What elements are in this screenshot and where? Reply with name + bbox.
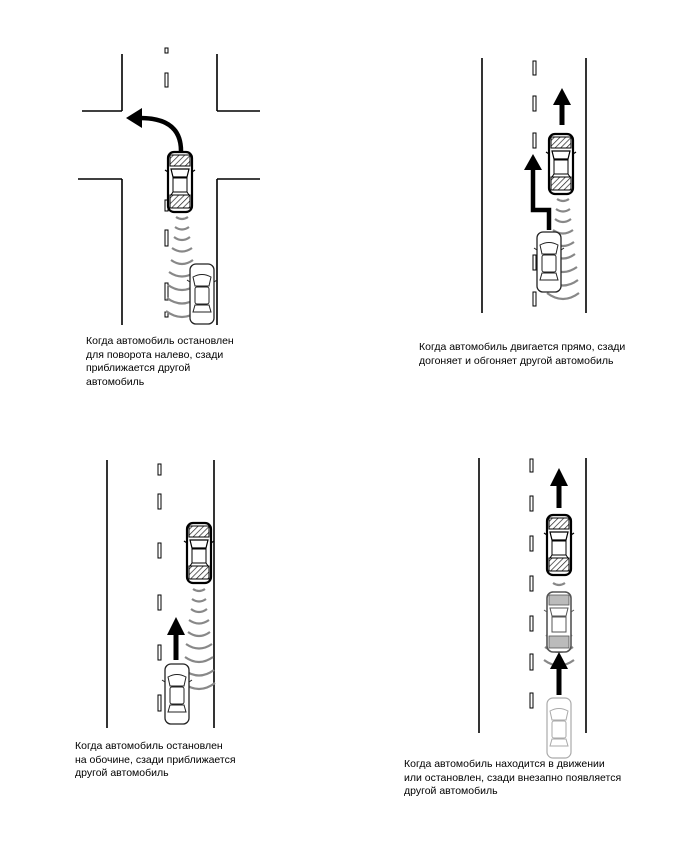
distant-vehicle — [546, 697, 572, 759]
intersection-outline — [78, 54, 260, 325]
caption-shoulder: Когда автомобиль остановлен на обочине, … — [75, 740, 236, 781]
lane-marks — [529, 458, 534, 709]
caption-line: Когда автомобиль двигается прямо, сзади — [419, 341, 626, 353]
overtaking-vehicle — [533, 231, 565, 293]
caption-overtake: Когда автомобиль двигается прямо, сзади … — [419, 341, 625, 368]
overtake-path-arrow-head — [524, 154, 542, 170]
own-vehicle — [163, 150, 197, 214]
lane-marks — [532, 60, 537, 307]
caption-line: приближается другой — [86, 362, 191, 374]
overtake-path-arrow — [530, 170, 552, 230]
own-vehicle — [182, 521, 216, 585]
own-vehicle — [544, 132, 578, 196]
caption-line: Когда автомобиль находится в движении — [404, 758, 605, 770]
forward-arrow-head — [550, 468, 568, 486]
caption-line: автомобиль — [86, 375, 145, 388]
turn-arrow-head — [126, 108, 142, 128]
middle-vehicle — [543, 591, 575, 653]
caption-line: другой автомобиль — [404, 785, 498, 797]
own-vehicle — [542, 513, 576, 577]
caption-line: для поворота налево, сзади — [86, 348, 224, 361]
caption-line: другой автомобиль — [75, 767, 169, 779]
road-edges — [478, 458, 587, 733]
scenario-overtake-illustration — [481, 58, 587, 313]
road-edges — [481, 58, 587, 313]
turn-arrow — [139, 115, 184, 152]
caption-sudden: Когда автомобиль находится в движении ил… — [404, 758, 621, 799]
forward-arrow-head — [553, 88, 571, 105]
scenario-left-turn-illustration — [78, 47, 260, 325]
lane-marks — [164, 47, 169, 318]
caption-line: Когда автомобиль остановлен — [86, 335, 234, 347]
scenario-sudden-illustration — [478, 458, 587, 759]
caption-line: или остановлен, сзади внезапно появляетс… — [404, 771, 622, 784]
caption-line: догоняет и обгоняет другой автомобиль — [419, 354, 614, 367]
approaching-vehicle — [161, 663, 193, 725]
lane-marks — [157, 463, 162, 712]
caption-line: Когда автомобиль остановлен — [75, 740, 223, 752]
forward-arrow-head — [167, 617, 185, 635]
caption-left-turn: Когда автомобиль остановлен для поворота… — [86, 335, 234, 389]
caption-line: на обочине, сзади приближается — [75, 753, 236, 766]
scenario-shoulder-illustration — [106, 460, 216, 728]
approach-arrow-head — [550, 652, 568, 669]
approaching-vehicle — [186, 263, 218, 325]
